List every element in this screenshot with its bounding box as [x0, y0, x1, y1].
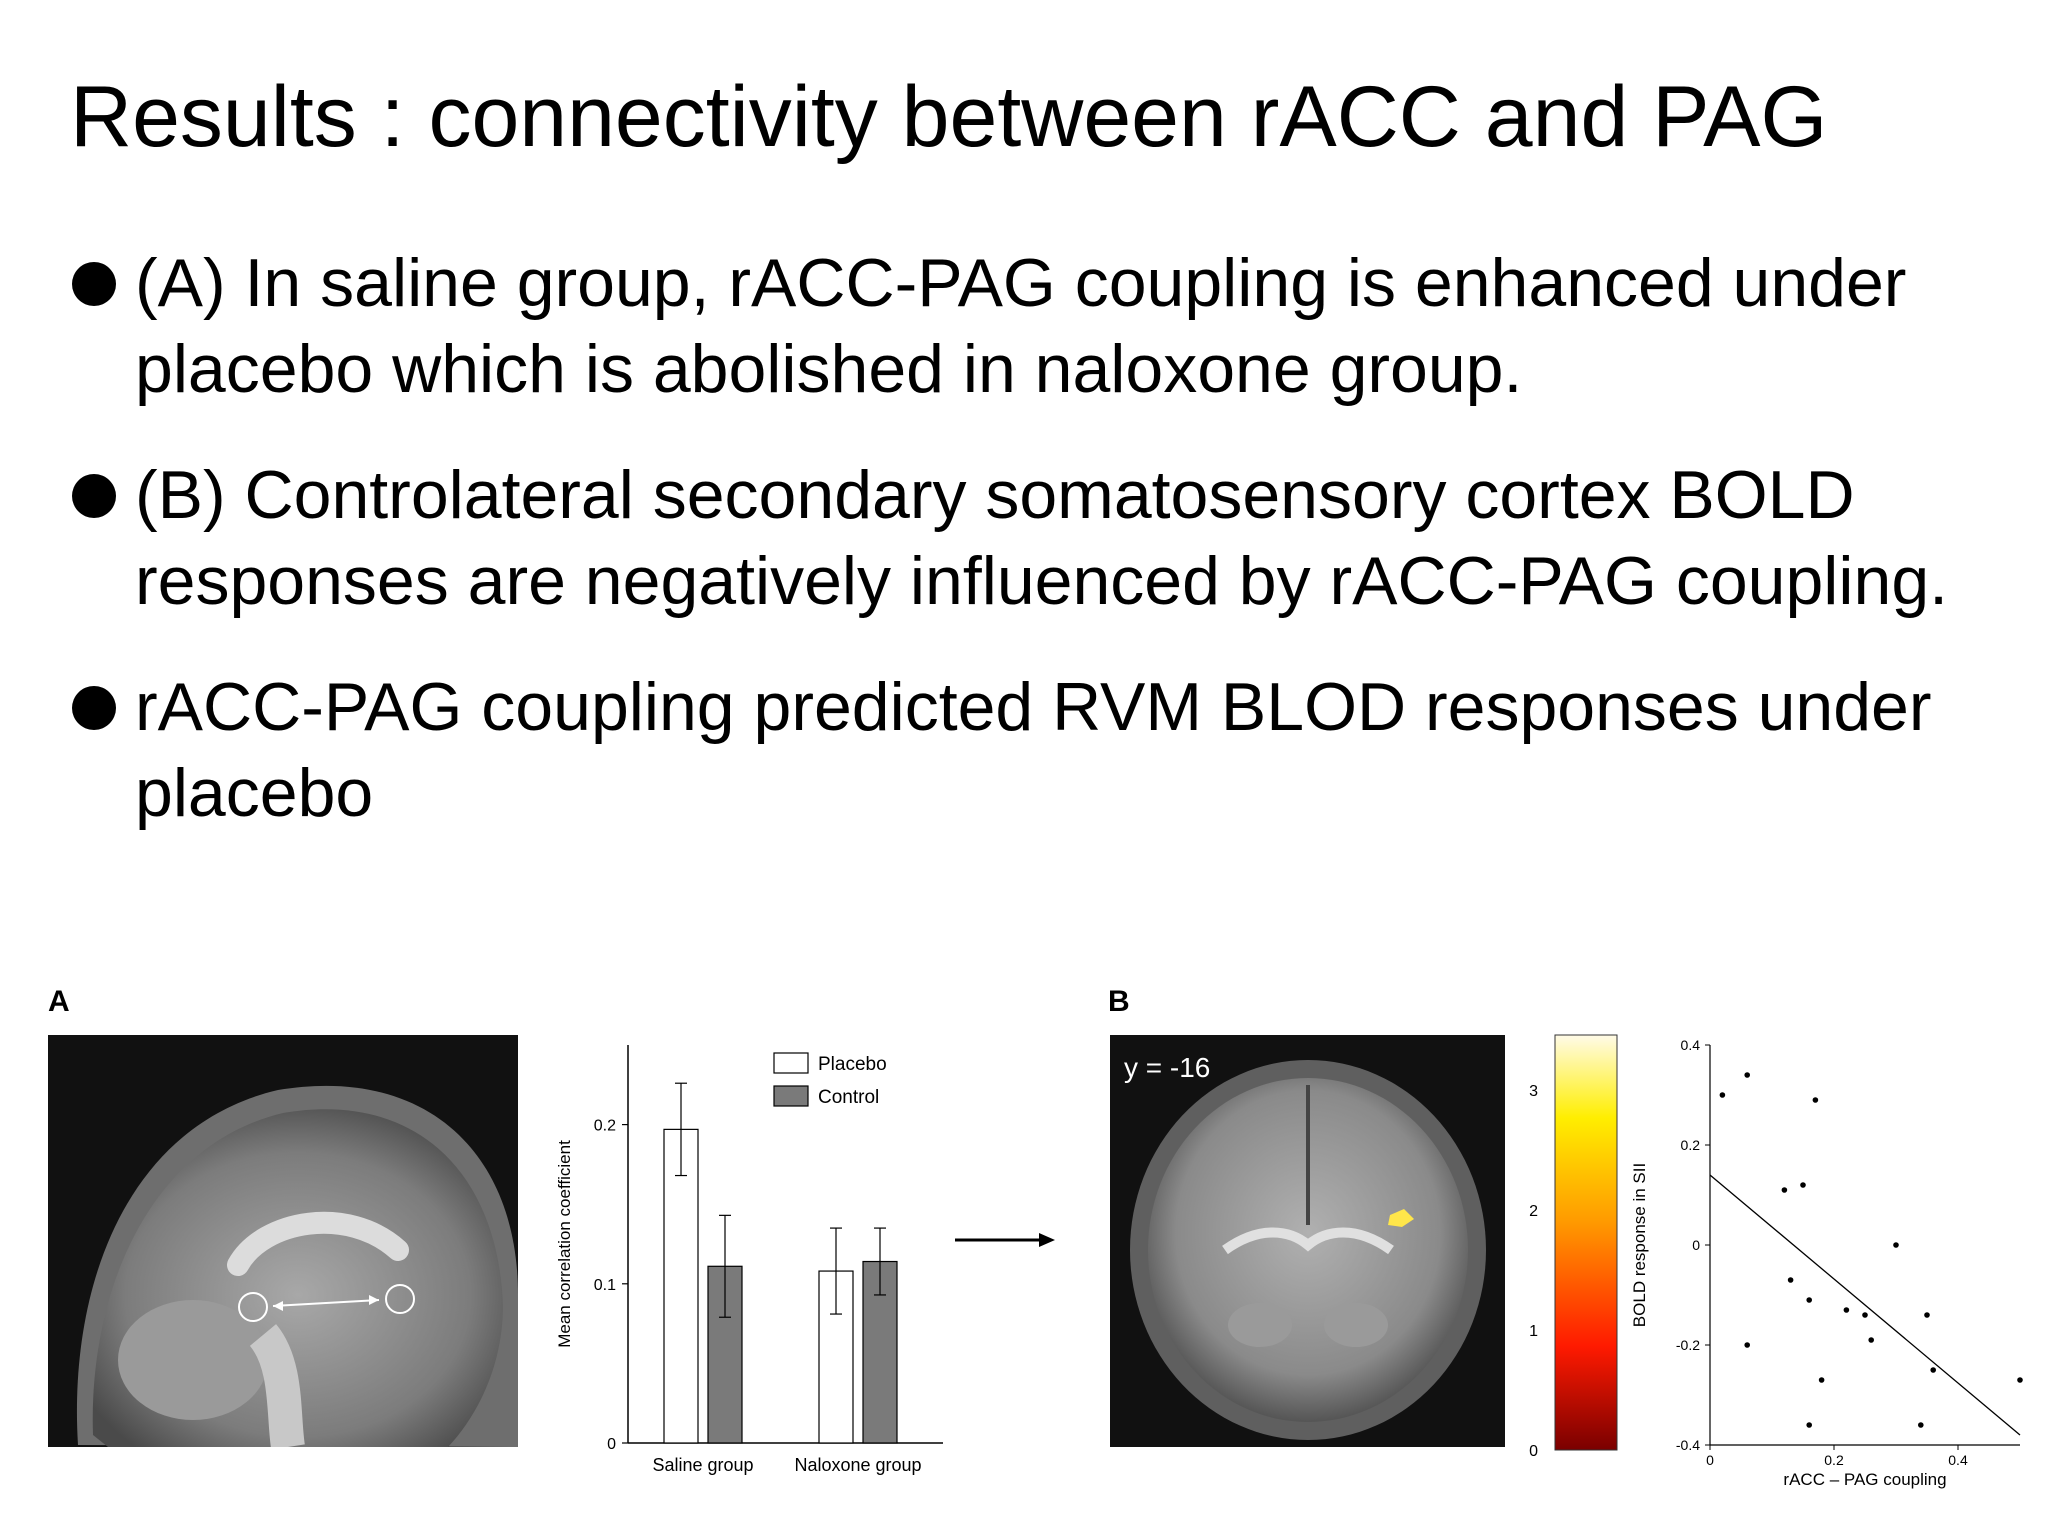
y-tick-label: -0.4 — [1676, 1437, 1700, 1453]
scatter-point — [1806, 1422, 1812, 1428]
bullet-list: (A) In saline group, rACC-PAG coupling i… — [70, 240, 2010, 876]
x-tick-label: 0.4 — [1948, 1452, 1968, 1468]
fit-line — [1709, 1174, 2021, 1436]
sagittal-brain-image — [48, 1035, 518, 1447]
scatter-point — [1924, 1312, 1930, 1318]
scatter-point — [1800, 1182, 1806, 1188]
scatter-point — [1744, 1072, 1750, 1078]
legend-swatch — [773, 1052, 809, 1074]
slice-coordinate-label: y = -16 — [1124, 1052, 1210, 1083]
slide-title: Results : connectivity between rACC and … — [70, 69, 1828, 165]
y-tick-label: 0.4 — [1681, 1037, 1701, 1053]
y-tick-label: 0 — [607, 1436, 616, 1453]
bullet-text: rACC-PAG coupling predicted RVM BLOD res… — [135, 669, 1932, 831]
bullet-dot-icon — [72, 474, 116, 518]
y-axis-label: BOLD response in SII — [1630, 1163, 1649, 1327]
bullet-dot-icon — [72, 686, 116, 730]
bullet-item: (A) In saline group, rACC-PAG coupling i… — [70, 240, 2010, 412]
colorbar-tick-label: 2 — [1529, 1203, 1538, 1220]
y-tick-label: 0 — [1692, 1237, 1700, 1253]
panel-b-label: B — [1108, 985, 1130, 1018]
y-axis-label: Mean correlation coefficient — [555, 1140, 574, 1348]
scatter-point — [1744, 1342, 1750, 1348]
panel-a-label: A — [48, 985, 70, 1018]
bullet-dot-icon — [72, 262, 116, 306]
scatter-point — [1806, 1297, 1812, 1303]
coronal-brain-image: y = -16 — [1110, 1035, 1505, 1447]
x-tick-label: Saline group — [652, 1455, 753, 1475]
bullet-item: rACC-PAG coupling predicted RVM BLOD res… — [70, 664, 2010, 836]
scatter-point — [1787, 1277, 1794, 1283]
colorbar-tick-label: 3 — [1529, 1083, 1538, 1100]
colorbar-tick-label: 1 — [1529, 1323, 1538, 1340]
right-arrow-icon — [955, 1233, 1055, 1247]
scatter-point — [1781, 1187, 1788, 1193]
x-tick-label: 0 — [1706, 1452, 1714, 1468]
y-tick-label: 0.2 — [1681, 1137, 1701, 1153]
bar — [663, 1128, 699, 1444]
scatter-point — [1918, 1422, 1924, 1428]
legend-label: Control — [818, 1087, 879, 1108]
scatter-point — [1862, 1312, 1868, 1318]
scatter-point — [1893, 1242, 1899, 1248]
legend-swatch — [773, 1085, 809, 1107]
scatter-point — [1812, 1097, 1819, 1103]
bullet-text: (A) In saline group, rACC-PAG coupling i… — [135, 245, 1907, 407]
scatter-point — [1818, 1377, 1825, 1383]
colorbar: 0 1 2 3 — [1529, 1034, 1618, 1460]
legend-label: Placebo — [818, 1054, 887, 1075]
scatter-point — [2017, 1377, 2023, 1383]
scatter-point — [1843, 1307, 1850, 1313]
x-tick-label: Naloxone group — [794, 1455, 921, 1475]
bullet-text: (B) Controlateral secondary somatosensor… — [135, 457, 1949, 619]
scatter-point — [1719, 1092, 1726, 1098]
scatter-point — [1930, 1367, 1936, 1373]
x-tick-label: 0.2 — [1824, 1452, 1844, 1468]
y-tick-label: -0.2 — [1676, 1337, 1700, 1353]
x-axis-label: rACC – PAG coupling — [1783, 1470, 1946, 1489]
bullet-item: (B) Controlateral secondary somatosensor… — [70, 452, 2010, 624]
y-tick-label: 0.1 — [594, 1277, 616, 1294]
y-tick-label: 0.2 — [594, 1118, 616, 1135]
colorbar-tick-label: 0 — [1529, 1443, 1538, 1460]
scatter-point — [1868, 1337, 1874, 1343]
